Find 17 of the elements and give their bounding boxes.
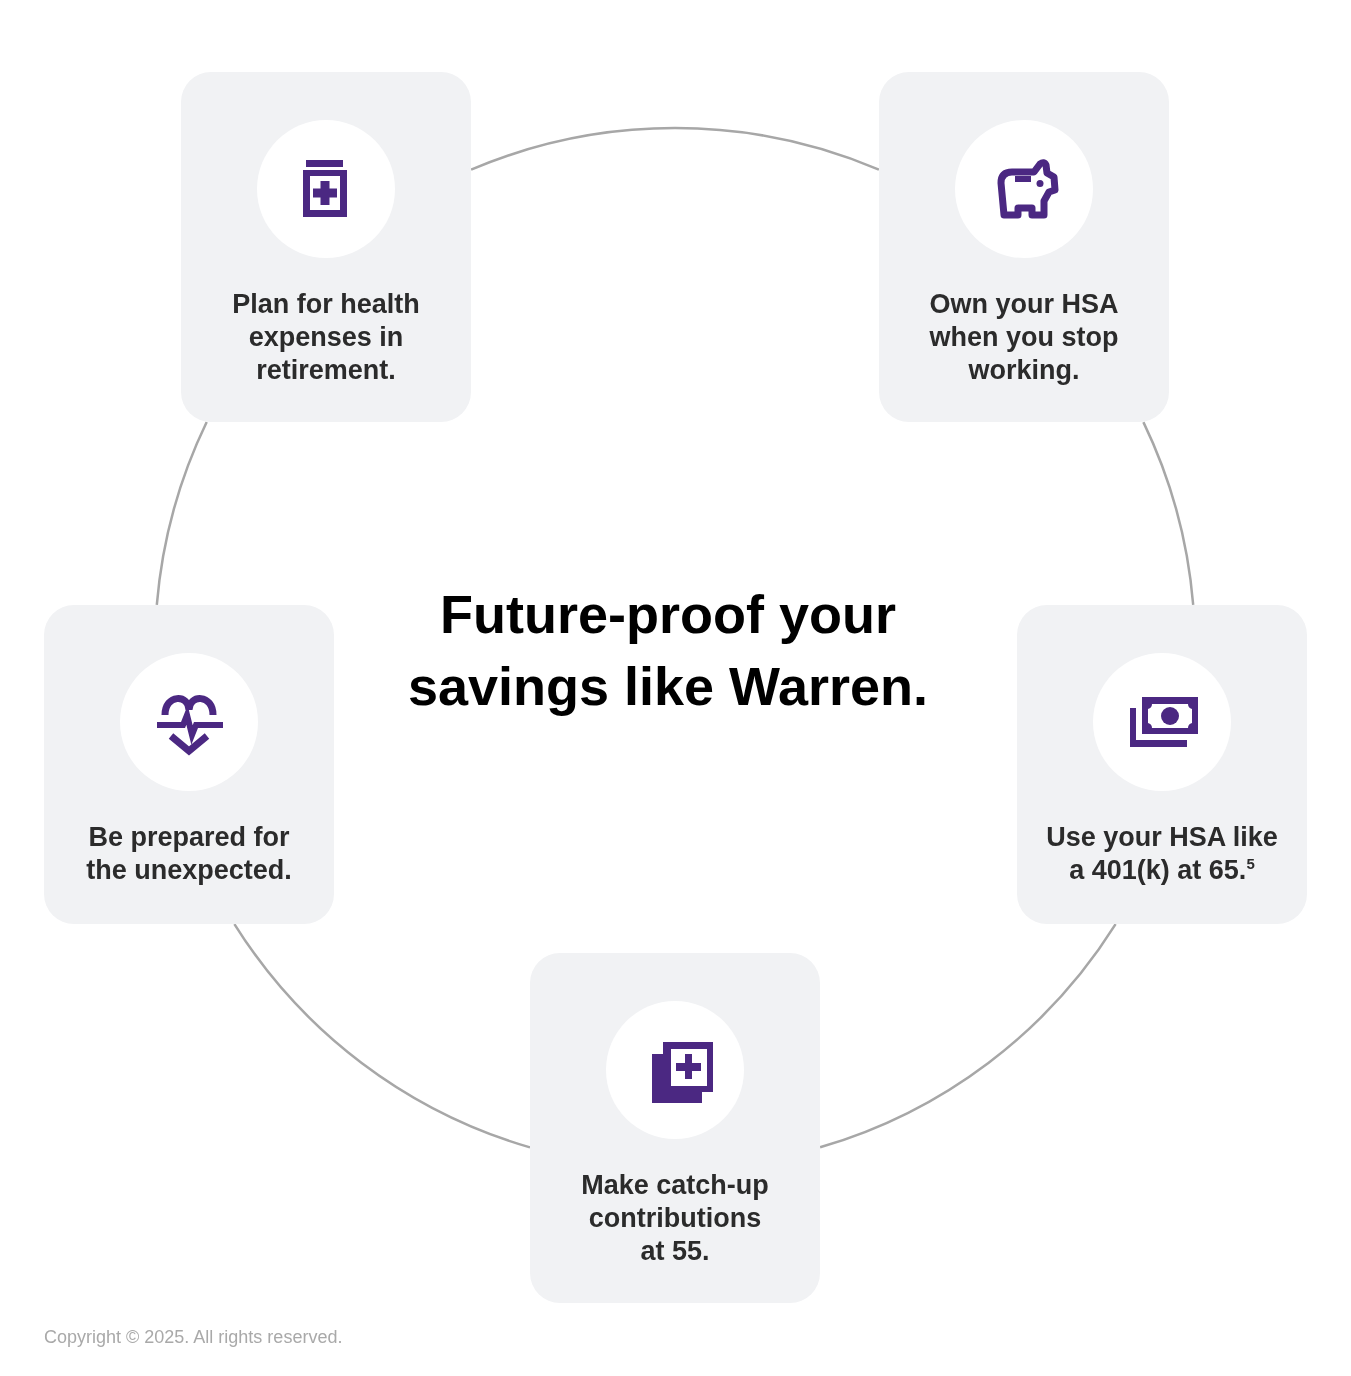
connector-arc: [155, 421, 208, 606]
connector-arc: [233, 923, 531, 1149]
copyright-notice: Copyright © 2025. All rights reserved.: [44, 1326, 343, 1348]
step-card: [1017, 605, 1307, 924]
step-card: [44, 605, 334, 924]
step-text: Own your HSA when you stop working.: [928, 288, 1120, 387]
step-text: Use your HSA like a 401(k) at 65.$^{5}$: [1045, 821, 1279, 887]
step-text: Be prepared for the unexpected.: [85, 821, 293, 887]
step-text: Make catch-up contributions at 55.: [580, 1169, 770, 1268]
step-card: [181, 72, 471, 422]
title: Future-proof your savings like Warren.: [406, 583, 930, 718]
step-text: Plan for health expenses in retirement.: [231, 288, 421, 387]
connector-arc: [1142, 421, 1195, 606]
step-card: [530, 953, 820, 1303]
connector-arc: [819, 923, 1117, 1149]
connector-arc: [470, 127, 880, 171]
step-card: [879, 72, 1169, 422]
